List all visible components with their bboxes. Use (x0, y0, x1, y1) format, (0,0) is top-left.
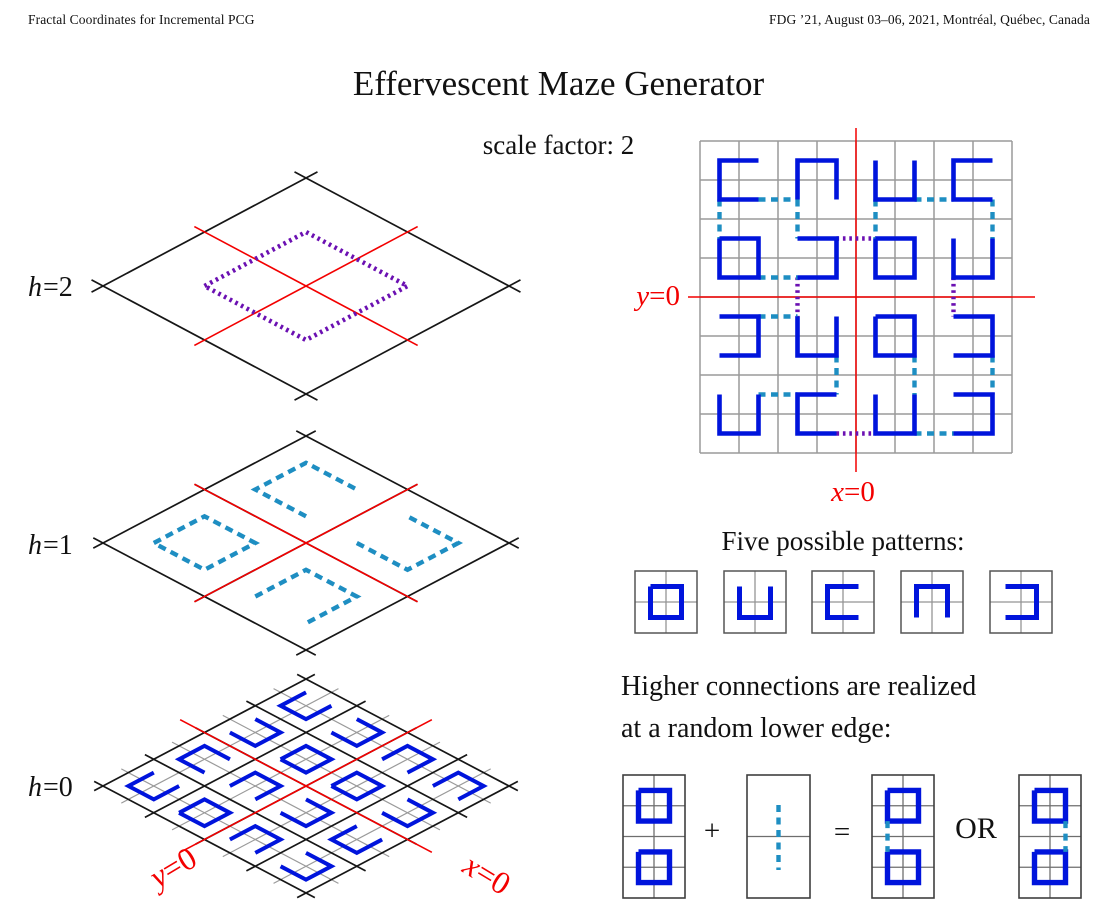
maze-tile-2-1 (795, 316, 839, 358)
h2-eq: =2 (43, 272, 73, 303)
h1-tile-0-1 (250, 460, 358, 519)
plus-operator: + (703, 815, 721, 847)
higher-connections-line2: at a random lower edge: (621, 713, 892, 744)
maze-y0-label: y=0 (600, 280, 680, 313)
h0-iso-diagram (93, 673, 519, 899)
pattern-thumb-open-left (989, 570, 1053, 634)
h1-var: h (28, 530, 42, 561)
maze-tiles (717, 158, 995, 436)
equation-diagram (622, 774, 1082, 899)
maze-tile-2-2 (873, 314, 917, 358)
pattern-thumb-open-right (811, 570, 875, 634)
eq-result-grid-right-edge (1018, 774, 1082, 899)
maze-tile-3-0 (717, 394, 761, 436)
h2-level-label: h=2 (28, 272, 73, 304)
maze-tile-0-2 (873, 160, 917, 202)
h0-tile-1-0 (178, 797, 235, 829)
maze-tile-0-3 (951, 158, 993, 202)
maze-x0-var: x (831, 476, 844, 508)
h0-tile-0-0 (124, 770, 181, 802)
maze-axes (688, 128, 1035, 472)
h0-tile-1-2 (279, 743, 336, 775)
five-patterns-heading: Five possible patterns: (721, 526, 965, 556)
h2-iso-diagram (91, 171, 521, 401)
h0-tile-2-1 (279, 797, 336, 829)
maze-tile-0-0 (717, 158, 759, 202)
maze-purple-connections (795, 236, 956, 436)
eq-connector-card (746, 774, 811, 899)
h0-tile-3-3 (431, 770, 488, 802)
h1-level-label: h=1 (28, 530, 73, 562)
h0-iso-patterns (124, 690, 488, 882)
eq-result-grid-left-edge (871, 774, 935, 899)
h0-eq: =0 (43, 772, 73, 803)
h0-var: h (28, 772, 42, 803)
h0-tile-0-1 (174, 743, 231, 775)
paper-running-title: Fractal Coordinates for Incremental PCG (28, 12, 255, 27)
maze-tile-1-0 (717, 236, 761, 280)
maze-y0-eq: =0 (649, 280, 680, 312)
h0-tile-2-0 (228, 823, 285, 855)
equals-operator: = (833, 816, 851, 848)
figure-title: Effervescent Maze Generator (352, 64, 765, 103)
maze-tile-1-2 (873, 236, 917, 280)
h0-tile-0-2 (228, 717, 285, 749)
eq-pattern-grid-left (622, 774, 686, 899)
h0-tile-3-1 (327, 824, 384, 856)
maze-x0-label: x=0 (813, 476, 893, 509)
h2-var: h (28, 272, 42, 303)
h2-iso-axes (193, 225, 419, 347)
h0-iso-axes (179, 718, 433, 854)
pattern-thumb-closed-box (634, 570, 698, 634)
h0-tile-1-1 (228, 770, 285, 802)
pattern-thumb-open-bottom (900, 570, 964, 634)
h0-tile-3-0 (279, 851, 336, 882)
maze-x0-eq: =0 (844, 476, 875, 508)
maze-tile-0-1 (795, 158, 839, 200)
maze-teal-connections (717, 197, 995, 436)
maze-tile-1-1 (797, 236, 839, 280)
scale-factor-subtitle: scale factor: 2 (482, 130, 635, 160)
h0-level-label: h=0 (28, 772, 73, 804)
maze-tile-3-3 (953, 392, 995, 436)
h1-tile-1-0 (254, 567, 362, 626)
h0-tile-3-2 (381, 797, 438, 829)
h0-tile-2-2 (330, 770, 387, 802)
h1-tile-0-0 (152, 513, 261, 573)
higher-connections-line1: Higher connections are realized (621, 671, 977, 702)
maze-diagram (688, 128, 1035, 472)
maze-y0-var: y (636, 280, 650, 312)
maze-tile-3-1 (795, 392, 837, 436)
maze-tile-1-3 (951, 238, 995, 280)
h1-tile-1-1 (355, 514, 464, 573)
h1-iso-diagram (92, 430, 520, 656)
maze-tile-3-2 (873, 394, 917, 436)
h0-tile-0-3 (276, 690, 333, 722)
pattern-thumb-open-top (723, 570, 787, 634)
paper-venue-header: FDG ’21, August 03–06, 2021, Montréal, Q… (768, 12, 1090, 27)
h0-tile-1-3 (330, 717, 387, 749)
h1-iso-patterns (152, 460, 464, 626)
h0-tile-2-3 (381, 743, 438, 775)
or-operator: OR (955, 812, 997, 845)
five-patterns-row (634, 570, 1053, 634)
h1-eq: =1 (43, 530, 73, 561)
h1-iso-axes (193, 483, 419, 603)
maze-tile-2-0 (719, 314, 761, 358)
maze-tile-2-3 (953, 314, 995, 358)
